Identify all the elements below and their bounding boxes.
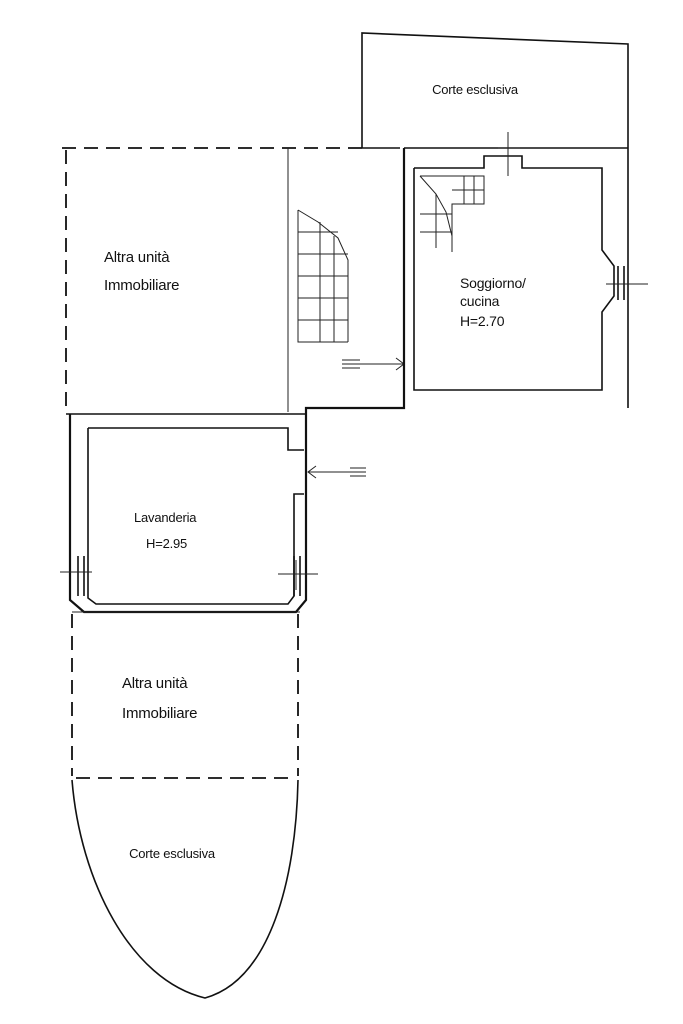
- label-corte-top: Corte esclusiva: [432, 82, 519, 97]
- label-soggiorno-height: H=2.70: [460, 313, 505, 329]
- label-altra-unita-top-2: Immobiliare: [104, 277, 179, 294]
- label-soggiorno-1: Soggiorno/: [460, 275, 526, 291]
- label-altra-unita-bottom-2: Immobiliare: [122, 705, 197, 722]
- label-lavanderia: Lavanderia: [134, 510, 197, 525]
- label-soggiorno-2: cucina: [460, 293, 500, 309]
- other-unit-bottom-and-courtyard: [71, 611, 300, 999]
- label-lavanderia-height: H=2.95: [146, 536, 187, 551]
- other-unit-top-boundary: [62, 147, 362, 415]
- staircase-corridor: [297, 209, 349, 343]
- entry-arrow-lavanderia: [307, 465, 366, 479]
- room-soggiorno-cucina: [304, 132, 648, 414]
- label-altra-unita-bottom-1: Altra unità: [122, 675, 188, 692]
- courtyard-top: [361, 32, 629, 408]
- label-corte-bottom: Corte esclusiva: [129, 846, 216, 861]
- entry-arrow-soggiorno: [342, 357, 405, 371]
- label-altra-unita-top-1: Altra unità: [104, 249, 170, 266]
